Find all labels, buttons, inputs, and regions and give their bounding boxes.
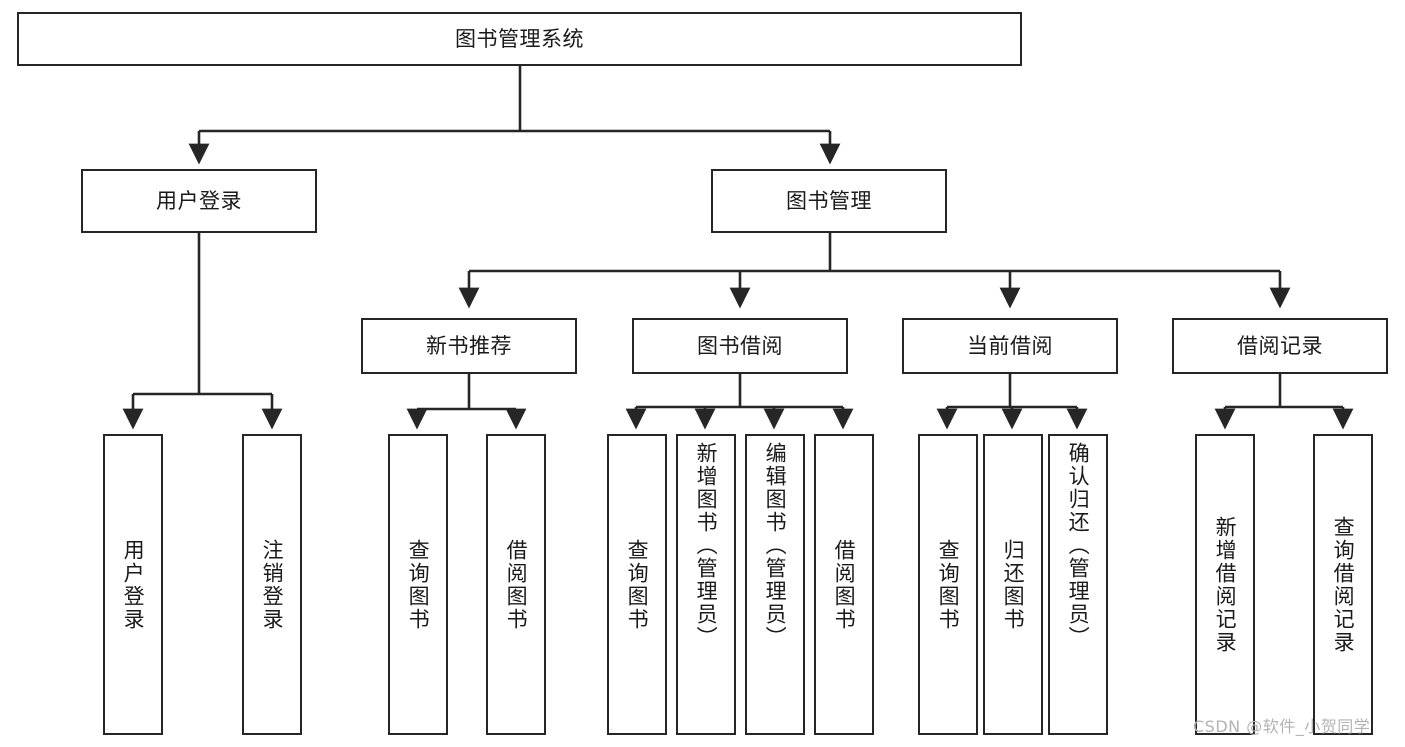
node-label: 归还图书 xyxy=(1001,538,1026,631)
node-label: 用户登录 xyxy=(121,538,146,631)
leaf-query-book-borrow[interactable]: 查询图书 xyxy=(607,434,667,735)
node-book-management-system[interactable]: 图书管理系统 xyxy=(17,12,1022,66)
leaf-query-borrow-record[interactable]: 查询借阅记录 xyxy=(1313,434,1373,735)
node-label: 借阅记录 xyxy=(1237,333,1323,358)
leaf-add-book-admin[interactable]: 新增图书（管理员） xyxy=(676,434,736,735)
leaf-query-book-recommend[interactable]: 查询图书 xyxy=(388,434,448,735)
leaf-confirm-return-admin[interactable]: 确认归还（管理员） xyxy=(1048,434,1108,735)
node-label: 新书推荐 xyxy=(426,333,512,358)
node-label: 图书管理系统 xyxy=(455,26,584,51)
node-label: 查询图书 xyxy=(625,538,650,631)
node-label: 图书管理 xyxy=(786,188,872,213)
node-label: 确认归还（管理员） xyxy=(1066,442,1091,649)
csdn-watermark: CSDN @软件_小贺同学 xyxy=(1193,717,1371,736)
node-book-management[interactable]: 图书管理 xyxy=(711,169,947,233)
leaf-borrow-book-recommend[interactable]: 借阅图书 xyxy=(486,434,546,735)
node-label: 借阅图书 xyxy=(504,538,529,631)
node-new-book-recommend[interactable]: 新书推荐 xyxy=(361,318,577,374)
leaf-query-book-current[interactable]: 查询图书 xyxy=(918,434,978,735)
node-label: 查询借阅记录 xyxy=(1331,515,1356,654)
node-book-borrow[interactable]: 图书借阅 xyxy=(632,318,848,374)
node-user-login[interactable]: 用户登录 xyxy=(81,169,317,233)
leaf-edit-book-admin[interactable]: 编辑图书（管理员） xyxy=(745,434,805,735)
node-label: 编辑图书（管理员） xyxy=(763,442,788,649)
node-label: 查询图书 xyxy=(406,538,431,631)
node-label: 注销登录 xyxy=(260,538,285,631)
node-label: 用户登录 xyxy=(156,188,242,213)
node-borrow-record[interactable]: 借阅记录 xyxy=(1172,318,1388,374)
leaf-add-borrow-record[interactable]: 新增借阅记录 xyxy=(1195,434,1255,735)
leaf-borrow-book[interactable]: 借阅图书 xyxy=(814,434,874,735)
node-label: 查询图书 xyxy=(936,538,961,631)
node-label: 新增图书（管理员） xyxy=(694,442,719,649)
node-label: 图书借阅 xyxy=(697,333,783,358)
node-label: 当前借阅 xyxy=(967,333,1053,358)
leaf-return-book[interactable]: 归还图书 xyxy=(983,434,1043,735)
node-label: 借阅图书 xyxy=(832,538,857,631)
node-label: 新增借阅记录 xyxy=(1213,515,1238,654)
leaf-user-login[interactable]: 用户登录 xyxy=(103,434,163,735)
leaf-logout-login[interactable]: 注销登录 xyxy=(242,434,302,735)
node-current-borrow[interactable]: 当前借阅 xyxy=(902,318,1118,374)
